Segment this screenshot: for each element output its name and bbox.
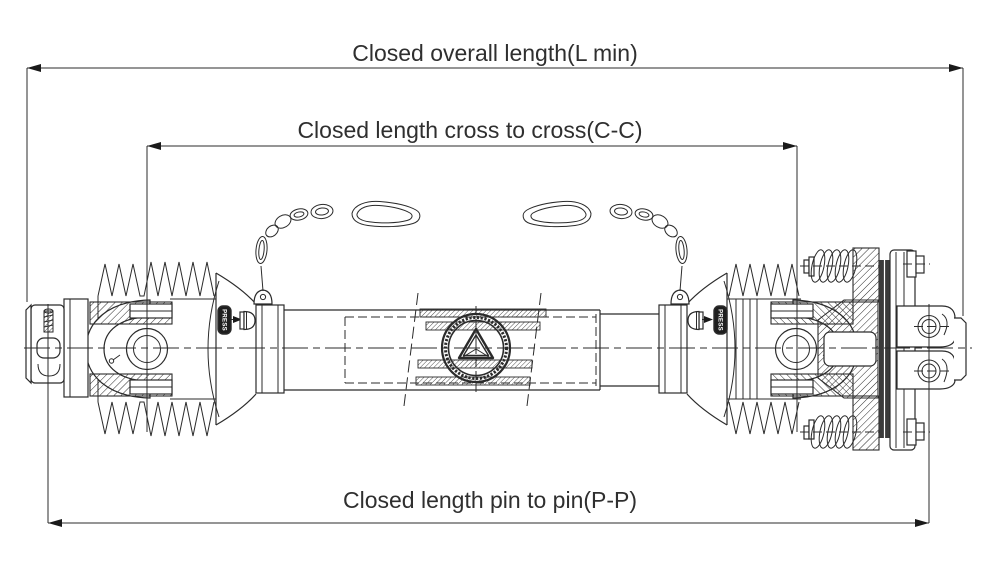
press-label-right: PRESS — [717, 309, 723, 331]
safety-chain-left — [254, 200, 421, 292]
dimension-label-overall: Closed overall length(L min) — [352, 40, 638, 66]
guard-and-yoke-left — [63, 272, 285, 426]
clutch-assembly — [800, 247, 967, 451]
flange-bolt-top — [903, 250, 930, 278]
dimension-label-pin-to-pin: Closed length pin to pin(P-P) — [343, 487, 637, 513]
flange-bolt-bottom — [903, 418, 930, 446]
clutch-spring-top — [800, 249, 880, 283]
splined-hub-left — [25, 303, 65, 385]
press-label-left: PRESS — [221, 309, 227, 331]
clutch-spring-bottom — [800, 415, 880, 449]
dimension-overall-length: Closed overall length(L min) — [26, 40, 964, 316]
safety-chain-right — [522, 200, 689, 292]
output-hub — [896, 305, 967, 390]
press-button-right: PRESS — [687, 305, 728, 335]
dimension-cross-to-cross: Closed length cross to cross(C-C) — [146, 117, 798, 432]
press-button-left: PRESS — [217, 305, 256, 335]
press-arrow-right-icon — [704, 316, 713, 323]
dimension-label-cross-to-cross: Closed length cross to cross(C-C) — [297, 117, 642, 143]
dimension-pin-to-pin: Closed length pin to pin(P-P) — [47, 304, 930, 527]
tube-cross-section-detail — [403, 292, 547, 407]
press-arrow-left-icon — [233, 316, 242, 323]
